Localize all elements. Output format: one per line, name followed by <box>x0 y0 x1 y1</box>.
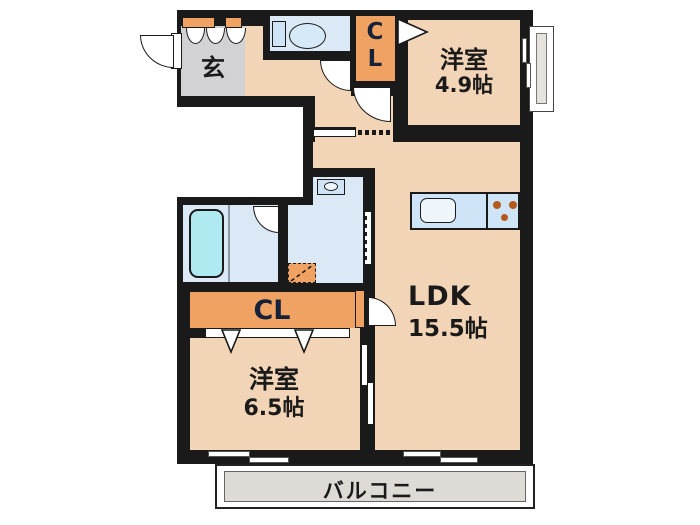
stove-burner-icon <box>509 201 517 209</box>
stove-burner-icon <box>501 214 508 221</box>
balcony-label: バルコニー <box>322 479 438 503</box>
bedroom-lower-floor <box>190 338 360 450</box>
balcony-inner <box>224 471 526 502</box>
bedroom-upper-floor <box>408 20 520 125</box>
hall-floor-1 <box>245 26 263 96</box>
closet-upper-door-triangle <box>397 17 429 47</box>
toilet-tank-icon <box>272 21 286 47</box>
kitchen-divider <box>486 192 488 230</box>
shoe-cabinet-icon <box>225 17 242 28</box>
closet-upper-label-line2: L <box>367 46 383 72</box>
bay-window-inner <box>536 33 547 104</box>
entrance-label: 玄 <box>201 54 225 82</box>
hall-ldk-wall-line <box>303 127 356 130</box>
bedroom-upper-size: 4.9帖 <box>434 73 494 97</box>
bedroom-lower-name: 洋室 <box>248 365 299 394</box>
shoe-cabinet-icon <box>182 17 215 28</box>
window-ldk <box>403 451 441 457</box>
window-bedroom-upper <box>526 63 531 88</box>
closet-lower-door-triangle <box>220 329 242 355</box>
window-ldk <box>440 457 478 463</box>
closet-upper-floor <box>356 16 395 81</box>
closet-lower-door-triangle <box>293 329 315 355</box>
sliding-door-bedroom-lower <box>367 382 374 425</box>
closet-lower-door-band <box>205 328 350 338</box>
washbasin-bowl-icon <box>324 182 338 191</box>
closet-upper-label-line1: C <box>366 19 384 45</box>
sliding-door-bedroom-lower <box>361 344 368 386</box>
bathtub-icon <box>189 209 224 278</box>
wall-entrance-bottom <box>177 96 315 107</box>
ldk-size: 15.5帖 <box>408 316 488 342</box>
wall-washroom-bottom <box>313 283 375 292</box>
wall-bath-washroom <box>278 205 288 283</box>
sliding-door-track-dashes <box>358 130 390 135</box>
toilet-bowl-icon <box>289 23 326 49</box>
wall-toilet-bottom <box>263 51 351 60</box>
ldk-name: LDK <box>408 281 472 312</box>
sliding-door-washroom-ticks <box>364 216 367 260</box>
window-bedroom-lower <box>249 457 289 463</box>
bedroom-lower-size: 6.5帖 <box>243 396 305 421</box>
sliding-door-hall-ldk <box>313 129 356 137</box>
window-bedroom-lower <box>208 451 250 457</box>
bedroom-upper-name: 洋室 <box>440 46 488 74</box>
closet-lower-label: CL <box>253 295 291 326</box>
washing-machine-diagonal <box>290 264 314 282</box>
window-bedroom-upper <box>522 38 527 63</box>
closet-lower-floor <box>190 292 355 328</box>
closet-lower-side-strip <box>355 290 365 328</box>
stove-burner-icon <box>493 201 501 209</box>
wall-washroom-top <box>303 168 375 177</box>
kitchen-sink-icon <box>420 198 456 223</box>
bathroom-divider-line <box>228 205 230 282</box>
